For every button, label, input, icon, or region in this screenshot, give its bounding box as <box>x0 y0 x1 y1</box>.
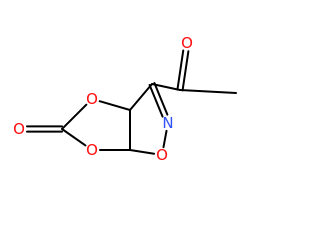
bond-line <box>181 50 190 92</box>
atom-label-o-acetyl: O <box>181 34 193 52</box>
bond-c-acetyl-o-acetyl <box>176 49 190 92</box>
atom-label-o-ring-upper: O <box>86 90 98 108</box>
bond-o-1-c-6a <box>129 149 156 155</box>
bond-c-3a-c-3 <box>129 83 153 111</box>
bond-line <box>129 83 153 111</box>
bond-c-3-c-acetyl <box>151 83 181 91</box>
bond-line <box>153 82 169 116</box>
bond-line <box>162 129 168 149</box>
bond-line <box>61 103 88 130</box>
bond-line <box>61 128 87 147</box>
bond-c-carbonate-o-ring-upper <box>61 103 88 130</box>
bond-layer <box>26 49 237 155</box>
bond-c-3-n-2 <box>148 82 169 118</box>
atom-label-n-2: N <box>162 114 173 132</box>
bond-line <box>98 100 131 111</box>
bond-o-carbonyl-left-c-carbonate <box>26 125 63 133</box>
bond-line <box>179 89 237 94</box>
bond-line <box>151 83 181 91</box>
bond-line <box>129 149 156 155</box>
bond-o-ring-upper-c-3a <box>98 100 131 111</box>
bond-n-2-o-1 <box>162 129 168 149</box>
bond-line <box>176 49 185 91</box>
atom-label-o-1: O <box>156 146 168 164</box>
bond-line <box>148 83 164 118</box>
bond-c-acetyl-c-methyl <box>179 89 237 94</box>
atom-label-o-ring-lower: O <box>86 141 98 159</box>
bond-c-carbonate-o-ring-lower <box>61 128 87 147</box>
atom-label-o-carbonyl-left: O <box>13 120 25 138</box>
